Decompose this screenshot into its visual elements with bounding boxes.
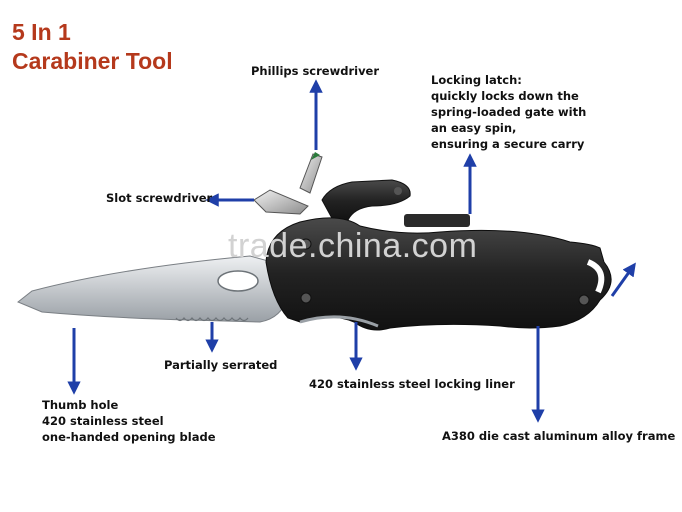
title-line-2: Carabiner Tool xyxy=(12,48,173,74)
latch-line-5: ensuring a secure carry xyxy=(431,137,585,151)
title-line-1: 5 In 1 xyxy=(12,19,71,45)
latch-line-4: an easy spin, xyxy=(431,121,517,135)
label-locking-latch: Locking latch: quickly locks down the sp… xyxy=(431,72,586,152)
arrow-frame-tip xyxy=(610,262,636,297)
latch-line-3: spring-loaded gate with xyxy=(431,105,587,119)
label-aluminum-frame: A380 die cast aluminum alloy frame xyxy=(442,429,676,443)
thumb-hole xyxy=(217,270,259,292)
label-partially-serrated: Partially serrated xyxy=(164,358,278,372)
locking-latch xyxy=(321,179,411,223)
label-phillips-screwdriver: Phillips screwdriver xyxy=(251,64,380,78)
thumb-line-1: Thumb hole xyxy=(42,398,119,412)
label-locking-liner: 420 stainless steel locking liner xyxy=(309,377,515,391)
latch-line-1: Locking latch: xyxy=(431,73,522,87)
thumb-line-3: one-handed opening blade xyxy=(42,430,216,444)
phillips-screwdriver-bit xyxy=(299,153,323,194)
watermark: trade.china.com xyxy=(228,227,478,265)
locking-liner xyxy=(299,315,379,328)
latch-line-2: quickly locks down the xyxy=(431,89,579,103)
label-slot-screwdriver: Slot screwdriver xyxy=(106,191,213,205)
serrated-edge xyxy=(175,317,249,322)
label-thumb-hole: Thumb hole 420 stainless steel one-hande… xyxy=(42,397,216,445)
thumb-line-2: 420 stainless steel xyxy=(42,414,164,428)
slot-screwdriver-bit xyxy=(253,189,309,215)
spring-gate xyxy=(404,214,470,227)
aluminum-frame xyxy=(265,217,612,331)
